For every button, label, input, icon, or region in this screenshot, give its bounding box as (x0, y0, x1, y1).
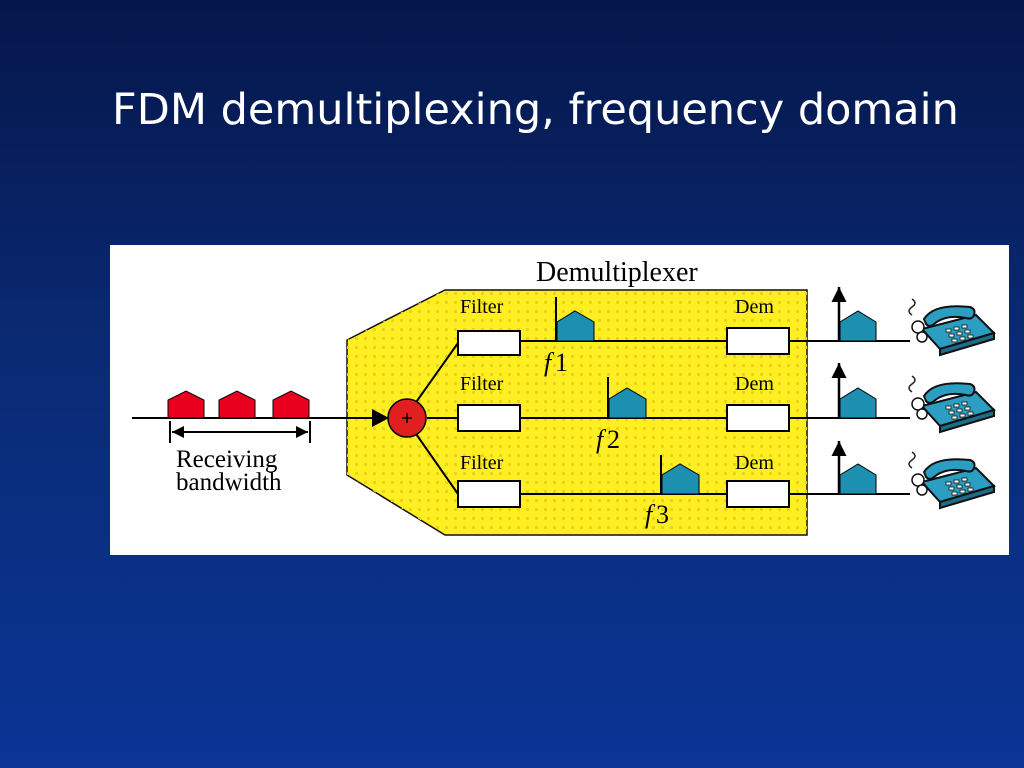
slide-title: FDM demultiplexing, frequency domain (112, 85, 959, 135)
filter-label-2: Filter (460, 373, 504, 395)
channel-3: Filter f 3 Dem (457, 441, 995, 529)
receiving-label: Receiving (176, 446, 278, 473)
filter-label-1: Filter (460, 296, 504, 318)
telephone-icon-2 (908, 375, 995, 433)
dem-box-2 (726, 404, 790, 432)
filter-box-2 (457, 404, 521, 432)
adder-icon (387, 398, 427, 438)
dem-box-3 (726, 480, 790, 508)
dem-label-2: Dem (735, 373, 774, 395)
input-signal-2 (218, 390, 256, 419)
filter-box-3 (457, 480, 521, 508)
freq-symbol-3: f (645, 500, 656, 529)
channel-1: Filter f 1 Dem (457, 287, 995, 377)
output-signal-1 (839, 310, 877, 342)
freq-index-2: 2 (607, 425, 620, 454)
freq-symbol-2: f (596, 425, 607, 454)
filtered-signal-2 (608, 387, 647, 419)
freq-index-3: 3 (656, 500, 669, 529)
telephone-icon-1 (908, 298, 995, 356)
channel-2: Filter f 2 Dem (457, 363, 995, 454)
demultiplexer-heading: Demultiplexer (536, 257, 698, 288)
freq-index-1: 1 (555, 348, 568, 377)
freq-symbol-1: f (544, 348, 555, 377)
output-signal-3 (839, 463, 877, 495)
dem-label-3: Dem (735, 452, 774, 474)
diagram-canvas: Demultiplexer Receiving bandwidth Filter (132, 257, 995, 536)
input-signal-3 (272, 390, 310, 419)
output-signal-2 (839, 387, 877, 419)
telephone-icon-3 (908, 451, 995, 509)
filter-label-3: Filter (460, 452, 504, 474)
input-signal-group (167, 390, 310, 419)
dem-box-1 (726, 327, 790, 355)
filtered-signal-1 (556, 310, 595, 342)
filter-box-1 (457, 330, 521, 356)
demultiplexer-diagram: Demultiplexer Receiving bandwidth Filter (110, 245, 1009, 555)
dem-label-1: Dem (735, 296, 774, 318)
input-arrow-icon (372, 409, 389, 427)
input-signal-1 (167, 390, 205, 419)
filtered-signal-3 (661, 463, 700, 495)
bandwidth-label: bandwidth (176, 469, 282, 496)
